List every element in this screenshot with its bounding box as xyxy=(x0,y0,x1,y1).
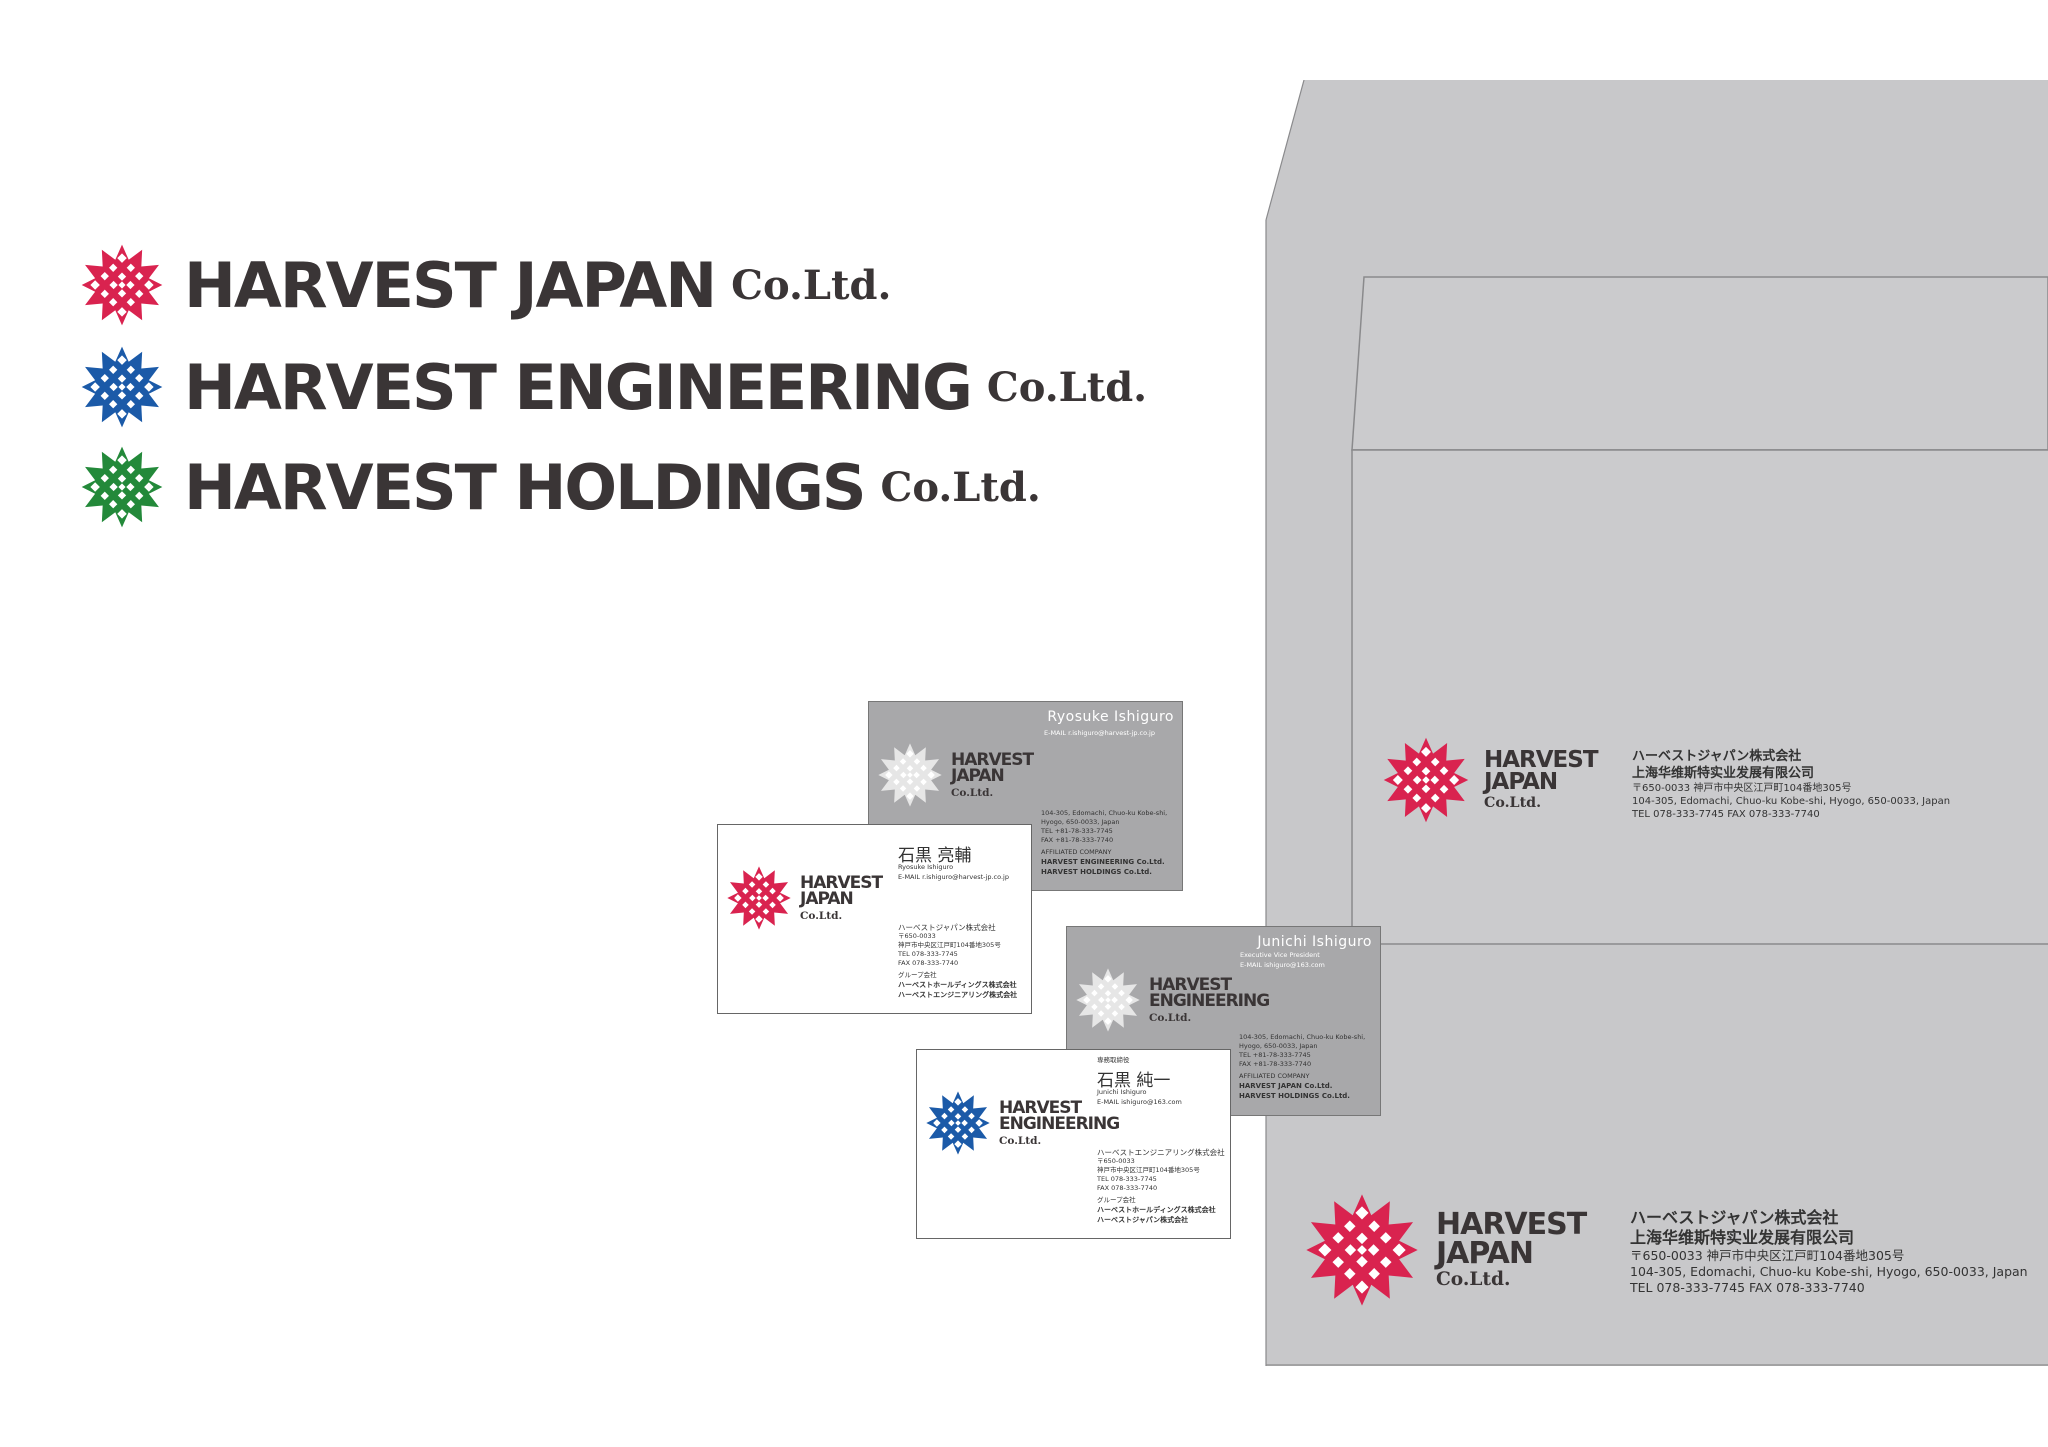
company-name: HARVEST JAPAN xyxy=(184,248,717,322)
card-email: E-MAIL r.ishiguro@harvest-jp.co.jp xyxy=(898,873,1009,881)
card-title-jp: 専務取締役 xyxy=(1097,1056,1130,1064)
envelope-window-logo-text: HARVEST JAPAN Co.Ltd. xyxy=(1484,746,1599,811)
envelope-front-logo: HARVEST JAPAN Co.Ltd. xyxy=(1304,1192,1587,1308)
harvest-flower-red-icon xyxy=(727,866,791,930)
card-address: 104-305, Edomachi, Chuo-ku Kobe-shi, Hyo… xyxy=(1041,809,1168,876)
harvest-flower-gray-icon xyxy=(1076,968,1140,1032)
card-email: E-MAIL r.ishiguro@harvest-jp.co.jp xyxy=(1044,729,1155,737)
card-name-romaji: Junichi Ishiguro xyxy=(1097,1088,1147,1096)
harvest-flower-green-icon xyxy=(81,446,163,528)
card-email: E-MAIL ishiguro@163.com xyxy=(1240,961,1325,969)
harvest-flower-red-icon xyxy=(81,244,163,326)
logo-harvest-engineering: HARVEST ENGINEERING Co.Ltd. xyxy=(80,345,1147,429)
envelope-front-logo-text: HARVEST JAPAN Co.Ltd. xyxy=(1436,1207,1587,1291)
card-logo: HARVEST ENGINEERING Co.Ltd. xyxy=(1075,967,1270,1033)
card-name: Ryosuke Ishiguro xyxy=(1047,709,1174,725)
business-card-ryosuke-front: HARVEST JAPAN Co.Ltd. 石黒 亮輔 Ryosuke Ishi… xyxy=(717,824,1032,1014)
card-logo: HARVEST JAPAN Co.Ltd. xyxy=(877,742,1034,808)
company-suffix: Co.Ltd. xyxy=(731,261,892,309)
company-name: HARVEST HOLDINGS xyxy=(184,450,867,524)
card-address: ハーベストエンジニアリング株式会社 〒650-0033 神戸市中央区江戸町104… xyxy=(1097,1148,1225,1224)
logo-harvest-holdings: HARVEST HOLDINGS Co.Ltd. xyxy=(80,445,1041,529)
envelope-front-address: ハーベストジャパン株式会社 上海华维斯特实业发展有限公司 〒650-0033 神… xyxy=(1630,1208,2028,1295)
harvest-flower-red-icon xyxy=(1383,737,1469,823)
card-name: Junichi Ishiguro xyxy=(1257,934,1372,950)
envelope-window-address: ハーベストジャパン株式会社 上海华维斯特实业发展有限公司 〒650-0033 神… xyxy=(1632,749,1951,820)
envelope-window-logo: HARVEST JAPAN Co.Ltd. xyxy=(1382,736,1599,824)
card-name-jp: 石黒 亮輔 xyxy=(898,846,972,866)
card-address: 104-305, Edomachi, Chuo-ku Kobe-shi, Hyo… xyxy=(1239,1033,1366,1100)
harvest-flower-gray-icon xyxy=(878,743,942,807)
envelope-flap xyxy=(1265,80,2048,1366)
card-name-jp: 石黒 純一 xyxy=(1097,1071,1171,1091)
company-suffix: Co.Ltd. xyxy=(986,363,1148,411)
harvest-flower-blue-icon xyxy=(81,346,163,428)
card-logo: HARVEST ENGINEERING Co.Ltd. xyxy=(925,1090,1120,1156)
logo-harvest-japan: HARVEST JAPAN Co.Ltd. xyxy=(80,243,891,327)
card-title: Executive Vice President xyxy=(1240,951,1320,959)
card-name-romaji: Ryosuke Ishiguro xyxy=(898,863,954,871)
card-email: E-MAIL ishiguro@163.com xyxy=(1097,1098,1182,1106)
harvest-flower-red-icon xyxy=(1306,1194,1418,1306)
company-name: HARVEST ENGINEERING xyxy=(184,350,973,424)
card-logo: HARVEST JAPAN Co.Ltd. xyxy=(726,865,883,931)
business-card-junichi-front: HARVEST ENGINEERING Co.Ltd. 専務取締役 石黒 純一 … xyxy=(916,1049,1231,1239)
card-address: ハーベストジャパン株式会社 〒650-0033 神戸市中央区江戸町104番地30… xyxy=(898,923,1018,999)
envelope: HARVEST JAPAN Co.Ltd. ハーベストジャパン株式会社 上海华维… xyxy=(1264,80,2048,1366)
harvest-flower-blue-icon xyxy=(926,1091,990,1155)
company-suffix: Co.Ltd. xyxy=(880,463,1041,511)
